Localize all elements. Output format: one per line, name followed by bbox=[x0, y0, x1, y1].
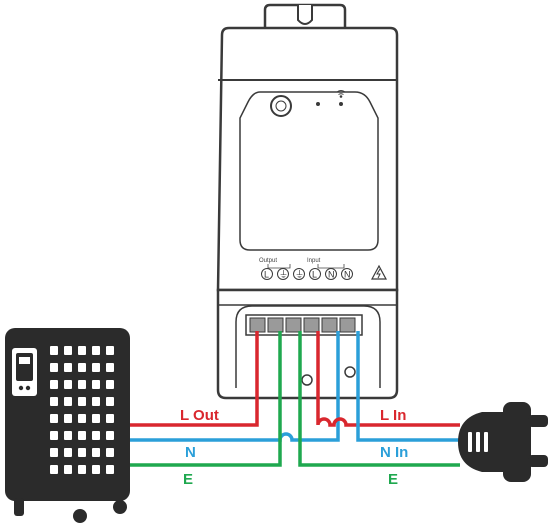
vent-slot bbox=[64, 363, 72, 372]
vent-slot bbox=[92, 380, 100, 389]
vent-slot bbox=[64, 380, 72, 389]
led-indicator bbox=[316, 102, 320, 106]
mounting-slot bbox=[297, 5, 313, 25]
vent-slot bbox=[92, 465, 100, 474]
vent-slot bbox=[92, 397, 100, 406]
cover-screw bbox=[344, 366, 356, 378]
terminal-circle bbox=[261, 268, 273, 280]
live-out-label: L Out bbox=[180, 407, 219, 424]
live-in-label: L In bbox=[380, 407, 406, 424]
vent-slot bbox=[106, 431, 114, 440]
earth-left-label: E bbox=[183, 471, 193, 488]
terminal-block bbox=[245, 314, 363, 336]
vent-slot bbox=[106, 448, 114, 457]
vent-slot bbox=[92, 431, 100, 440]
terminal-row: L ⏚ ⏚ L N N bbox=[261, 268, 353, 280]
wifi-icon bbox=[336, 90, 346, 98]
vent-slot bbox=[50, 380, 58, 389]
vent-slot bbox=[64, 346, 72, 355]
vent-slot bbox=[106, 465, 114, 474]
vent-slot bbox=[50, 363, 58, 372]
vent-slot bbox=[92, 414, 100, 423]
wires bbox=[130, 331, 460, 467]
vent-slot bbox=[64, 397, 72, 406]
output-bracket bbox=[267, 264, 291, 269]
terminal-letter: L bbox=[312, 270, 317, 280]
inner-panel bbox=[239, 91, 379, 251]
vent-slot bbox=[50, 397, 58, 406]
vent-slot bbox=[106, 346, 114, 355]
vent-slot bbox=[50, 465, 58, 474]
vent-slot bbox=[78, 414, 86, 423]
vent-slot bbox=[78, 346, 86, 355]
vent-slot bbox=[78, 363, 86, 372]
neutral-in-label: N In bbox=[380, 444, 408, 461]
vent-slot bbox=[50, 431, 58, 440]
vent-slot bbox=[50, 448, 58, 457]
vent-slot bbox=[106, 363, 114, 372]
terminal-letter: N bbox=[328, 270, 335, 280]
vent-slot bbox=[106, 414, 114, 423]
vent-slot bbox=[92, 346, 100, 355]
neutral-left-label: N bbox=[185, 444, 196, 461]
vent-slot bbox=[64, 448, 72, 457]
vent-slot bbox=[78, 465, 86, 474]
input-label: Input bbox=[307, 258, 321, 264]
electric-hazard-icon bbox=[370, 264, 388, 280]
terminal-letter: ⏚ bbox=[279, 270, 288, 280]
led-indicator bbox=[339, 102, 343, 106]
button-inner bbox=[275, 100, 287, 112]
vent-slot bbox=[64, 414, 72, 423]
live-out-wire bbox=[130, 331, 259, 427]
vent-slot bbox=[50, 346, 58, 355]
vent-slot bbox=[78, 380, 86, 389]
earth-left-wire bbox=[130, 331, 282, 467]
output-label: Output bbox=[259, 258, 277, 264]
terminal-circle bbox=[341, 268, 353, 280]
oil-radiator-heater-icon bbox=[5, 328, 130, 523]
vent-slot bbox=[64, 465, 72, 474]
terminal-letter: N bbox=[344, 270, 351, 280]
vent-slot bbox=[106, 380, 114, 389]
smart-switch-device: Output Input L ⏚ ⏚ L N N bbox=[216, 3, 399, 400]
earth-right-label: E bbox=[388, 471, 398, 488]
pairing-button-icon[interactable] bbox=[270, 95, 292, 117]
terminal-letter: ⏚ bbox=[295, 270, 304, 280]
vent-slot bbox=[78, 431, 86, 440]
earth-right-wire bbox=[298, 331, 460, 467]
cover-screw bbox=[301, 374, 313, 386]
terminal-circle bbox=[325, 268, 337, 280]
vent-slot bbox=[106, 397, 114, 406]
vent-slot bbox=[92, 448, 100, 457]
terminal-circle bbox=[277, 268, 289, 280]
terminal-cover bbox=[235, 305, 381, 388]
vent-slot bbox=[78, 448, 86, 457]
vent-slot bbox=[64, 431, 72, 440]
device-upper-body bbox=[216, 26, 399, 292]
vent-slot bbox=[50, 414, 58, 423]
neutral-in-wire bbox=[356, 331, 460, 442]
terminal-letter: L bbox=[264, 270, 269, 280]
vent-slot bbox=[92, 363, 100, 372]
live-in-wire bbox=[316, 331, 460, 427]
power-plug-icon bbox=[458, 402, 548, 482]
terminal-circle bbox=[309, 268, 321, 280]
heater-vents bbox=[50, 346, 114, 474]
terminal-circle bbox=[293, 268, 305, 280]
vent-slot bbox=[78, 397, 86, 406]
